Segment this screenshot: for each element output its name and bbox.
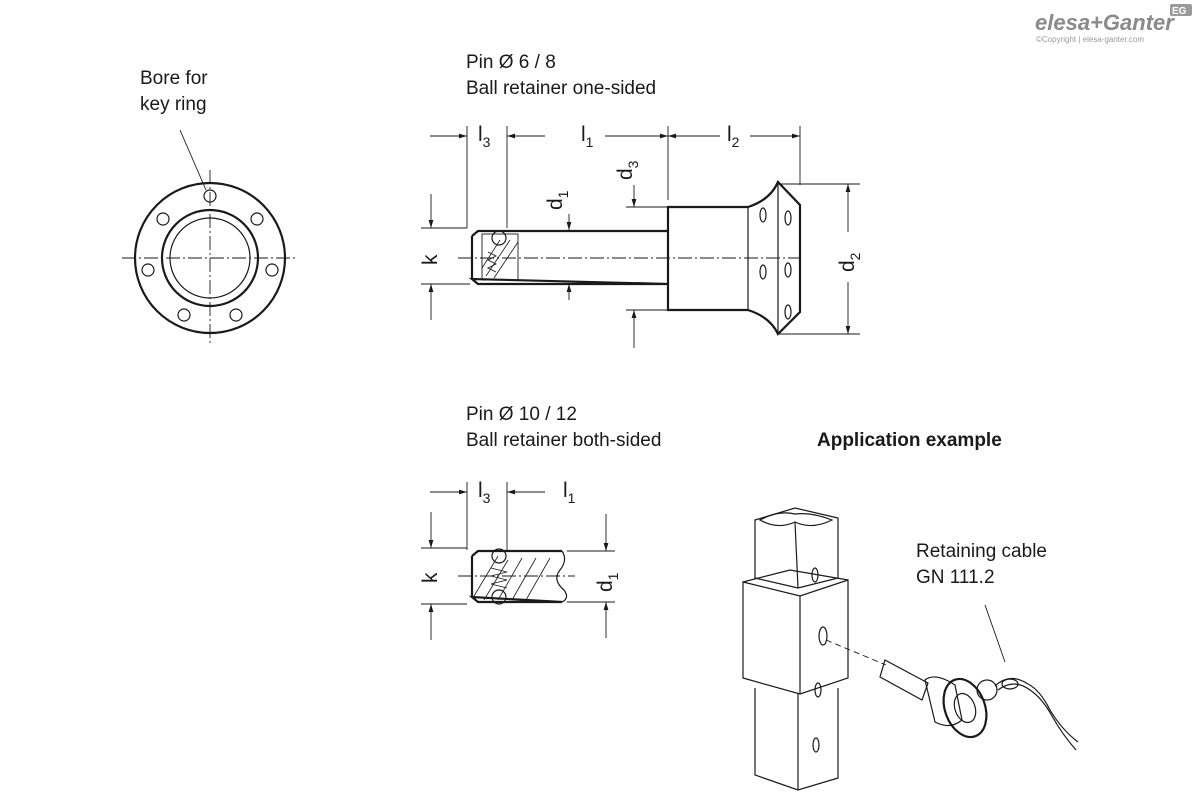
knob-hole [759,264,767,280]
bore-label-line1: Bore for [140,68,208,89]
dim-l2: l2 [727,123,740,150]
bottom-title-line1: Pin Ø 10 / 12 [466,404,577,425]
brand-copyright: ©Copyright | elesa-ganter.com [1036,35,1144,44]
dim-d2: d2 [836,252,863,272]
knob-hole [784,262,792,278]
cable-leader-line [984,604,1006,663]
inner-tube-opening [758,512,834,527]
flange-outer-circle [133,181,287,335]
top-title-line1: Pin Ø 6 / 8 [466,52,556,73]
dim-l3: l3 [478,479,491,506]
dim-d1: d1 [594,572,621,592]
spring-coil [490,567,508,589]
outer-sleeve-top [742,569,849,583]
spring-pocket [481,233,519,281]
insertion-path [825,639,887,666]
hatch-pattern [473,555,551,601]
dim-l1: l1 [581,123,594,150]
knob-hole [759,207,767,223]
cable-label-line1: Retaining cable [916,541,1047,562]
brand-badge: EG [1172,6,1187,17]
cable-label-line2: GN 111.2 [916,567,995,588]
flange-inner-circle [169,217,251,299]
pin-3d-shaft [879,659,929,701]
flange-collar-circle [160,208,260,308]
pin-body [468,549,563,604]
tube-edge [794,521,799,589]
retaining-ball-top [491,548,507,564]
application-example: Application example Retaining cable GN 1… [742,430,1079,791]
spring-coil [486,251,498,273]
application-title: Application example [817,430,1002,451]
pin-both-sided-drawing: Pin Ø 10 / 12 Ball retainer both-sided l… [419,404,661,640]
hatch-pattern [481,239,519,279]
retaining-ball-bottom [491,589,507,605]
bore-hole [156,212,170,226]
pin-3d-knob-center [953,692,977,724]
outer-sleeve [742,579,849,695]
flange-front-view: Bore for key ring [122,68,298,345]
dim-d1: d1 [544,190,571,210]
pin-3d-knob [942,677,988,739]
bore-hole [141,263,155,277]
brand-name: elesa+Ganter [1035,10,1175,35]
bore-hole [265,263,279,277]
break-line [556,550,568,603]
dim-l1: l1 [563,479,576,506]
tube-hole [812,737,820,753]
retaining-ball [491,230,507,246]
bore-hole [250,212,264,226]
bore-hole [229,308,243,322]
key-ring [976,679,998,701]
knob-hole [784,210,792,226]
dim-d3: d3 [614,160,641,180]
bottom-title-line2: Ball retainer both-sided [466,430,661,451]
brand-logo: elesa+Ganter EG ©Copyright | elesa-gante… [1035,4,1192,44]
bore-hole [177,308,191,322]
bore-hole [203,189,217,203]
retaining-cable [994,677,1079,743]
retaining-cable [997,683,1077,751]
bore-leader-line [179,129,207,191]
sleeve-hole [818,626,828,646]
tube-hole [814,682,822,698]
knob-body [666,180,802,336]
top-title-line2: Ball retainer one-sided [466,78,656,99]
knob-hole [784,304,792,320]
cable-loop [1001,678,1019,690]
brand-badge-box [1170,4,1192,16]
dim-l3: l3 [478,123,491,150]
pin-one-sided-drawing: Pin Ø 6 / 8 Ball retainer one-sided l3 l… [419,52,863,348]
dim-k: k [419,572,442,583]
dim-k: k [419,254,442,265]
bore-label-line2: key ring [140,94,207,115]
pin-shaft [468,229,669,286]
lower-tube [754,688,839,791]
